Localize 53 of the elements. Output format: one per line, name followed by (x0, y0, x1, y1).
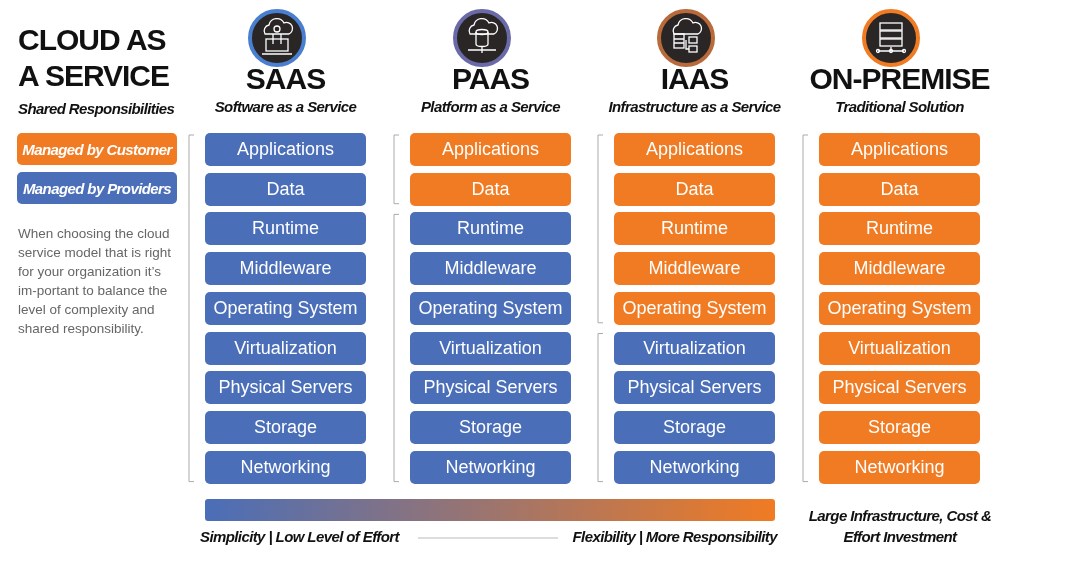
layer-box: Operating System (614, 291, 775, 325)
subtitle: Shared Responsibilities (18, 100, 176, 117)
layer-box: Applications (819, 133, 980, 166)
layer-box: Physical Servers (410, 371, 571, 405)
layer-box: Storage (819, 410, 980, 444)
layer-box: Operating System (819, 291, 980, 325)
column-heading: ON-PREMISE (808, 62, 991, 96)
description: When choosing the cloud service model that is right for your organization it’s im-portant to balance the level of complexity and shared responsibility. (18, 225, 173, 338)
layer-box: Networking (819, 450, 980, 484)
layer-box: Operating System (205, 291, 366, 325)
layer-box: Middleware (410, 252, 571, 286)
layer-box: Storage (410, 410, 571, 444)
layer-box: Data (410, 172, 571, 206)
layer-box: Data (819, 172, 980, 206)
gradient-bar (205, 499, 775, 521)
layer-box: Networking (410, 450, 571, 484)
layer-box: Networking (614, 450, 775, 484)
layer-box: Middleware (205, 252, 366, 286)
layer-box: Operating System (410, 291, 571, 325)
layer-box: Storage (614, 410, 775, 444)
layer-box: Storage (205, 410, 366, 444)
layer-box: Runtime (614, 212, 775, 246)
legend-swatch: Managed by Customer (17, 133, 177, 165)
layer-box: Applications (614, 133, 775, 166)
layer-box: Middleware (614, 252, 775, 286)
layer-box: Virtualization (614, 331, 775, 365)
layer-box: Data (205, 172, 366, 206)
subtitle: Traditional Solution (834, 98, 965, 115)
scale-label: Flexibility | More Responsibility (571, 528, 777, 545)
column-heading: IAAS (659, 62, 730, 96)
subtitle: Software as a Service (213, 98, 358, 115)
layer-box: Middleware (819, 252, 980, 286)
layer-box: Virtualization (410, 331, 571, 365)
layer-box: Physical Servers (205, 371, 366, 405)
subtitle: Infrastructure as a Service (607, 98, 782, 115)
legend-swatch: Managed by Providers (17, 172, 177, 204)
layer-box: Virtualization (205, 331, 366, 365)
layer-box: Networking (205, 450, 366, 484)
subtitle: Platform as a Service (419, 98, 562, 115)
column-heading: SAAS (244, 62, 327, 96)
scale-label: Simplicity | Low Level of Effort (200, 528, 401, 545)
title: CLOUD AS A SERVICE (18, 22, 171, 94)
layer-box: Physical Servers (614, 371, 775, 405)
layer-box: Virtualization (819, 331, 980, 365)
layer-box: Physical Servers (819, 371, 980, 405)
note: Large Infrastructure, Cost & Effort Investment (807, 506, 993, 547)
layer-box: Applications (205, 133, 366, 166)
layer-box: Runtime (410, 212, 571, 246)
layer-box: Applications (410, 133, 571, 166)
layer-box: Runtime (819, 212, 980, 246)
column-heading: PAAS (450, 62, 531, 96)
layer-box: Runtime (205, 212, 366, 246)
layer-box: Data (614, 172, 775, 206)
